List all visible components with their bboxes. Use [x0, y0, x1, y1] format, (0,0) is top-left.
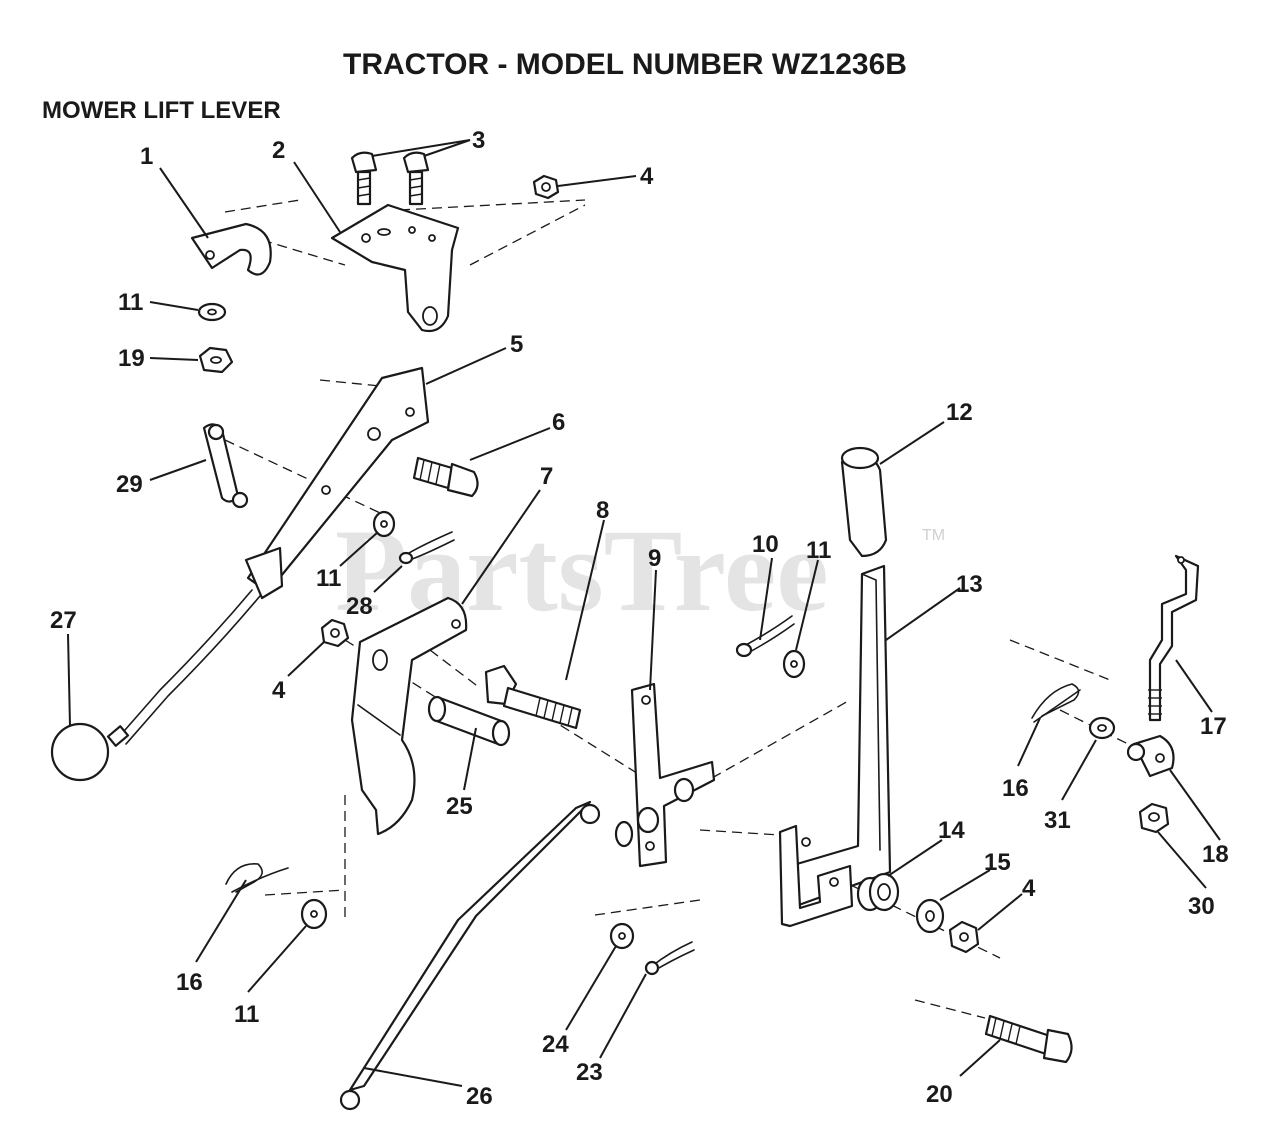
part-24-washer [609, 922, 635, 950]
callout-14: 14 [938, 817, 965, 844]
part-19-nut [198, 346, 234, 374]
part-11-washer-middle [372, 510, 396, 538]
part-4-nut-middle [320, 618, 350, 648]
callout-25: 25 [446, 793, 473, 820]
callout-20: 20 [926, 1081, 953, 1108]
part-10-cotter-pin [735, 615, 795, 658]
part-11-washer-right [782, 649, 806, 679]
part-27-knob [50, 722, 110, 782]
callout-10: 10 [752, 531, 779, 558]
diagram-title: TRACTOR - MODEL NUMBER WZ1236B [343, 48, 907, 81]
part-6-bolt [412, 456, 479, 498]
callout-11-lower: 11 [234, 1001, 259, 1028]
callout-leaders [67, 139, 1221, 1087]
part-9-pivot-plate [614, 682, 716, 868]
callout-11-right: 11 [806, 537, 831, 564]
callout-17: 17 [1200, 713, 1227, 740]
callout-1: 1 [140, 143, 153, 170]
part-13-lift-lever [778, 564, 892, 928]
callout-4-right: 4 [1022, 875, 1036, 902]
part-20-bolt [984, 1014, 1073, 1064]
callout-28: 28 [346, 593, 373, 620]
callout-3: 3 [472, 127, 485, 154]
part-17-threaded-rod [1148, 554, 1200, 722]
part-11-washer-lower [300, 898, 328, 930]
part-30-nut [1138, 802, 1170, 834]
callout-2: 2 [272, 137, 285, 164]
callout-31: 31 [1044, 807, 1071, 834]
part-28-cotter-pin [398, 531, 455, 565]
part-1-clip [190, 222, 272, 276]
callout-13: 13 [956, 571, 983, 598]
callout-12: 12 [946, 399, 973, 426]
part-11-washer-upper [197, 302, 227, 322]
part-7-plate [350, 596, 468, 836]
callout-24: 24 [542, 1031, 569, 1058]
part-12-handle-grip [840, 446, 888, 558]
part-29-link-rod [202, 423, 249, 509]
callout-8: 8 [596, 497, 609, 524]
part-4-nut-top [532, 174, 560, 200]
part-16-hairpin-right [1031, 683, 1081, 723]
callout-7: 7 [540, 463, 553, 490]
part-8-long-bolt [484, 664, 582, 730]
callout-30: 30 [1188, 893, 1215, 920]
part-2-bracket [330, 203, 460, 333]
part-25-sleeve [427, 695, 511, 747]
callout-27: 27 [50, 607, 77, 634]
part-23-cotter-pin [644, 941, 695, 976]
callout-5: 5 [510, 331, 523, 358]
callout-23: 23 [576, 1059, 603, 1086]
callout-11-middle: 11 [316, 565, 341, 592]
callout-9: 9 [648, 545, 661, 572]
callout-19: 19 [118, 345, 145, 372]
part-4-nut-right [948, 920, 980, 954]
callout-4-top: 4 [640, 163, 654, 190]
callout-11-upper: 11 [118, 289, 143, 316]
part-26-link-rod [339, 800, 601, 1111]
part-3-bolts [350, 151, 430, 206]
callout-4-middle: 4 [272, 677, 286, 704]
callout-26: 26 [466, 1083, 493, 1110]
callout-18: 18 [1202, 841, 1229, 868]
callout-labels: 1 2 3 4 5 6 7 8 9 10 11 11 11 11 12 13 1… [50, 127, 1229, 1110]
part-14-bushing [856, 872, 900, 912]
part-16-hairpin-left [225, 863, 289, 893]
callout-16-right: 16 [1002, 775, 1029, 802]
part-31-washer [1088, 716, 1116, 740]
diagram-subtitle: MOWER LIFT LEVER [42, 97, 281, 124]
callout-6: 6 [552, 409, 565, 436]
callout-29: 29 [116, 471, 143, 498]
part-15-washer [915, 898, 945, 934]
part-18-trunnion [1126, 734, 1175, 778]
callout-15: 15 [984, 849, 1011, 876]
callout-16-left: 16 [176, 969, 203, 996]
part-5-lift-arm [106, 366, 430, 747]
trademark-mark: TM [922, 527, 945, 544]
